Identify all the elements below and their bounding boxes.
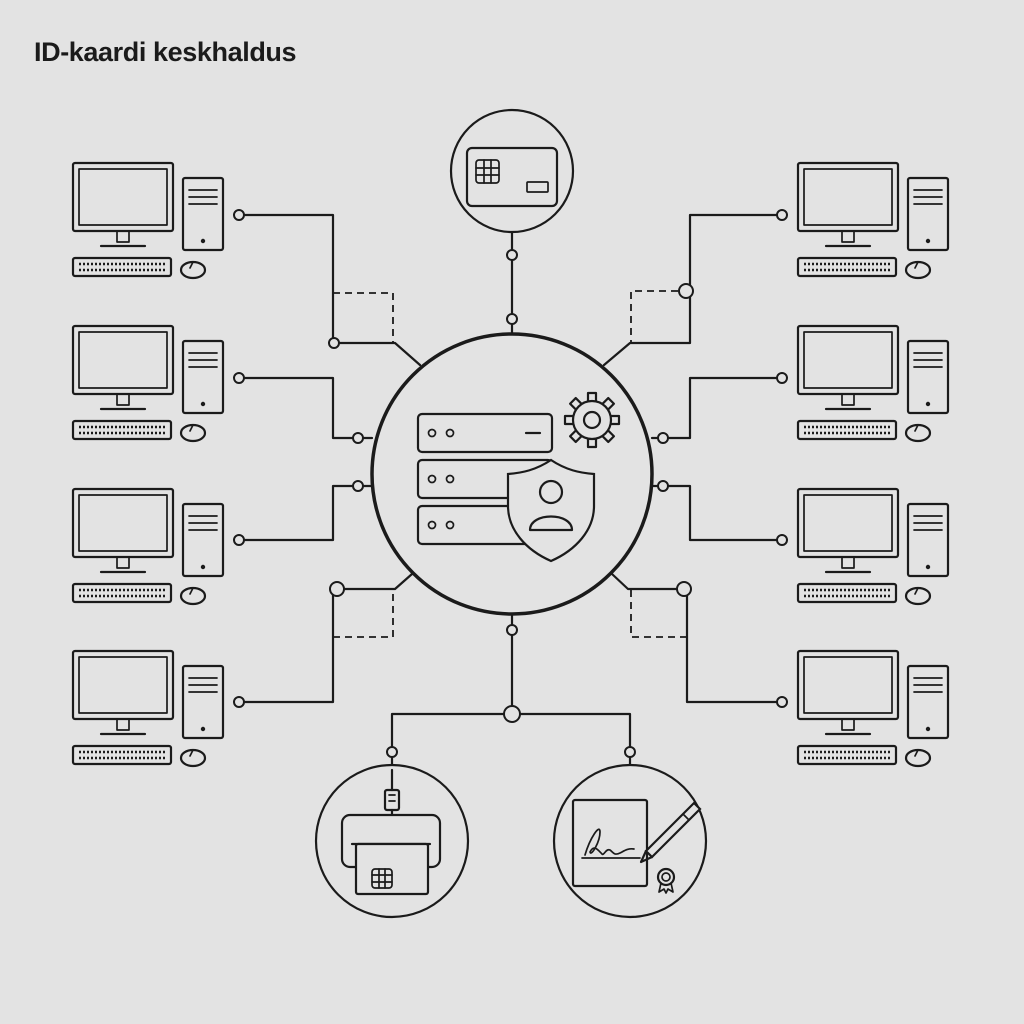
chip-card-icon	[465, 146, 559, 208]
workstations-right	[796, 161, 950, 768]
shield-user-icon	[506, 458, 596, 563]
workstation-right-1[interactable]	[796, 161, 950, 280]
workstations-left	[71, 161, 225, 768]
workstation-left-1[interactable]	[71, 161, 225, 280]
workstation-left-3[interactable]	[71, 487, 225, 606]
chip-card-node[interactable]	[449, 108, 575, 234]
gear-icon	[563, 391, 621, 449]
diagram-title: ID-kaardi keskhaldus	[34, 37, 297, 67]
workstation-right-2[interactable]	[796, 324, 950, 443]
digital-signature-icon	[571, 798, 702, 894]
workstation-right-3[interactable]	[796, 487, 950, 606]
card-reader-node[interactable]	[314, 763, 470, 919]
workstation-left-4[interactable]	[71, 649, 225, 768]
card-reader-icon	[340, 768, 442, 896]
central-hub[interactable]	[370, 332, 654, 616]
workstation-right-4[interactable]	[796, 649, 950, 768]
workstation-left-2[interactable]	[71, 324, 225, 443]
connection-nodes	[233, 209, 788, 758]
digital-signature-node[interactable]	[552, 763, 708, 919]
